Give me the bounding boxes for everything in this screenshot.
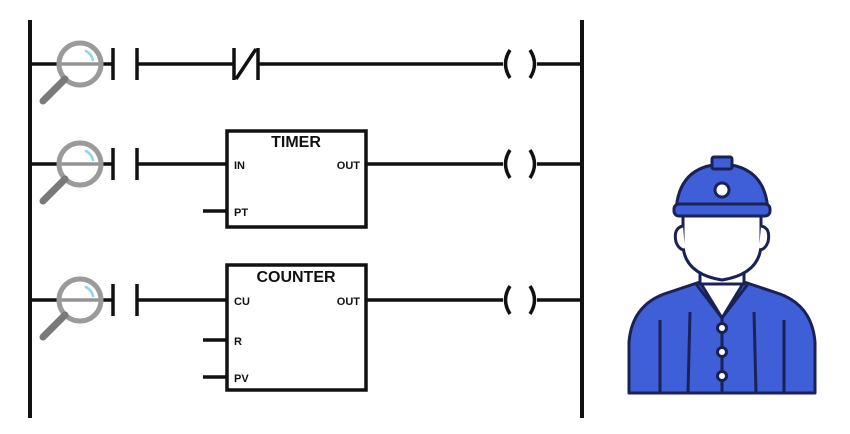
timer-pt-label: PT [234, 207, 248, 219]
counter-title: COUNTER [256, 269, 336, 286]
worker-face [681, 212, 763, 282]
worker-button [716, 370, 728, 382]
timer-title: TIMER [271, 134, 321, 151]
worker-ear-right [758, 224, 771, 252]
worker-button [716, 346, 728, 358]
engineer-worker-icon [627, 155, 817, 395]
rung-2-coil-left [503, 149, 512, 179]
timer-block [225, 129, 368, 229]
rung-2-coil-right [528, 149, 537, 179]
counter-pv-label: PV [234, 373, 249, 385]
rung-1 [30, 48, 582, 80]
timer-in-label: IN [234, 160, 245, 172]
worker-fold-right-inner [752, 311, 758, 394]
magnifier-icon [39, 140, 104, 205]
worker-helmet-brim [672, 202, 772, 218]
rung-1-coil-right [528, 49, 537, 79]
counter-out-label: OUT [337, 296, 361, 308]
magnifier-icon [39, 40, 104, 105]
worker-button [716, 322, 728, 334]
counter-r-label: R [234, 336, 242, 348]
counter-cu-label: CU [234, 296, 250, 308]
timer-out-label: OUT [337, 160, 361, 172]
rung-3-coil-left [503, 285, 512, 315]
magnifier-icon [39, 276, 104, 341]
rung-3-coil-right [528, 285, 537, 315]
rung-1-coil-left [503, 49, 512, 79]
worker-fold-left-inner [686, 311, 692, 394]
worker-helmet-lamp [713, 181, 731, 199]
rung-3 [30, 263, 582, 392]
counter-block [225, 263, 368, 392]
worker-ear-left [673, 224, 686, 252]
worker-helmet-ridge [710, 155, 734, 171]
rung-2 [30, 129, 582, 229]
rung-1-contact-nc-slash [234, 48, 258, 80]
